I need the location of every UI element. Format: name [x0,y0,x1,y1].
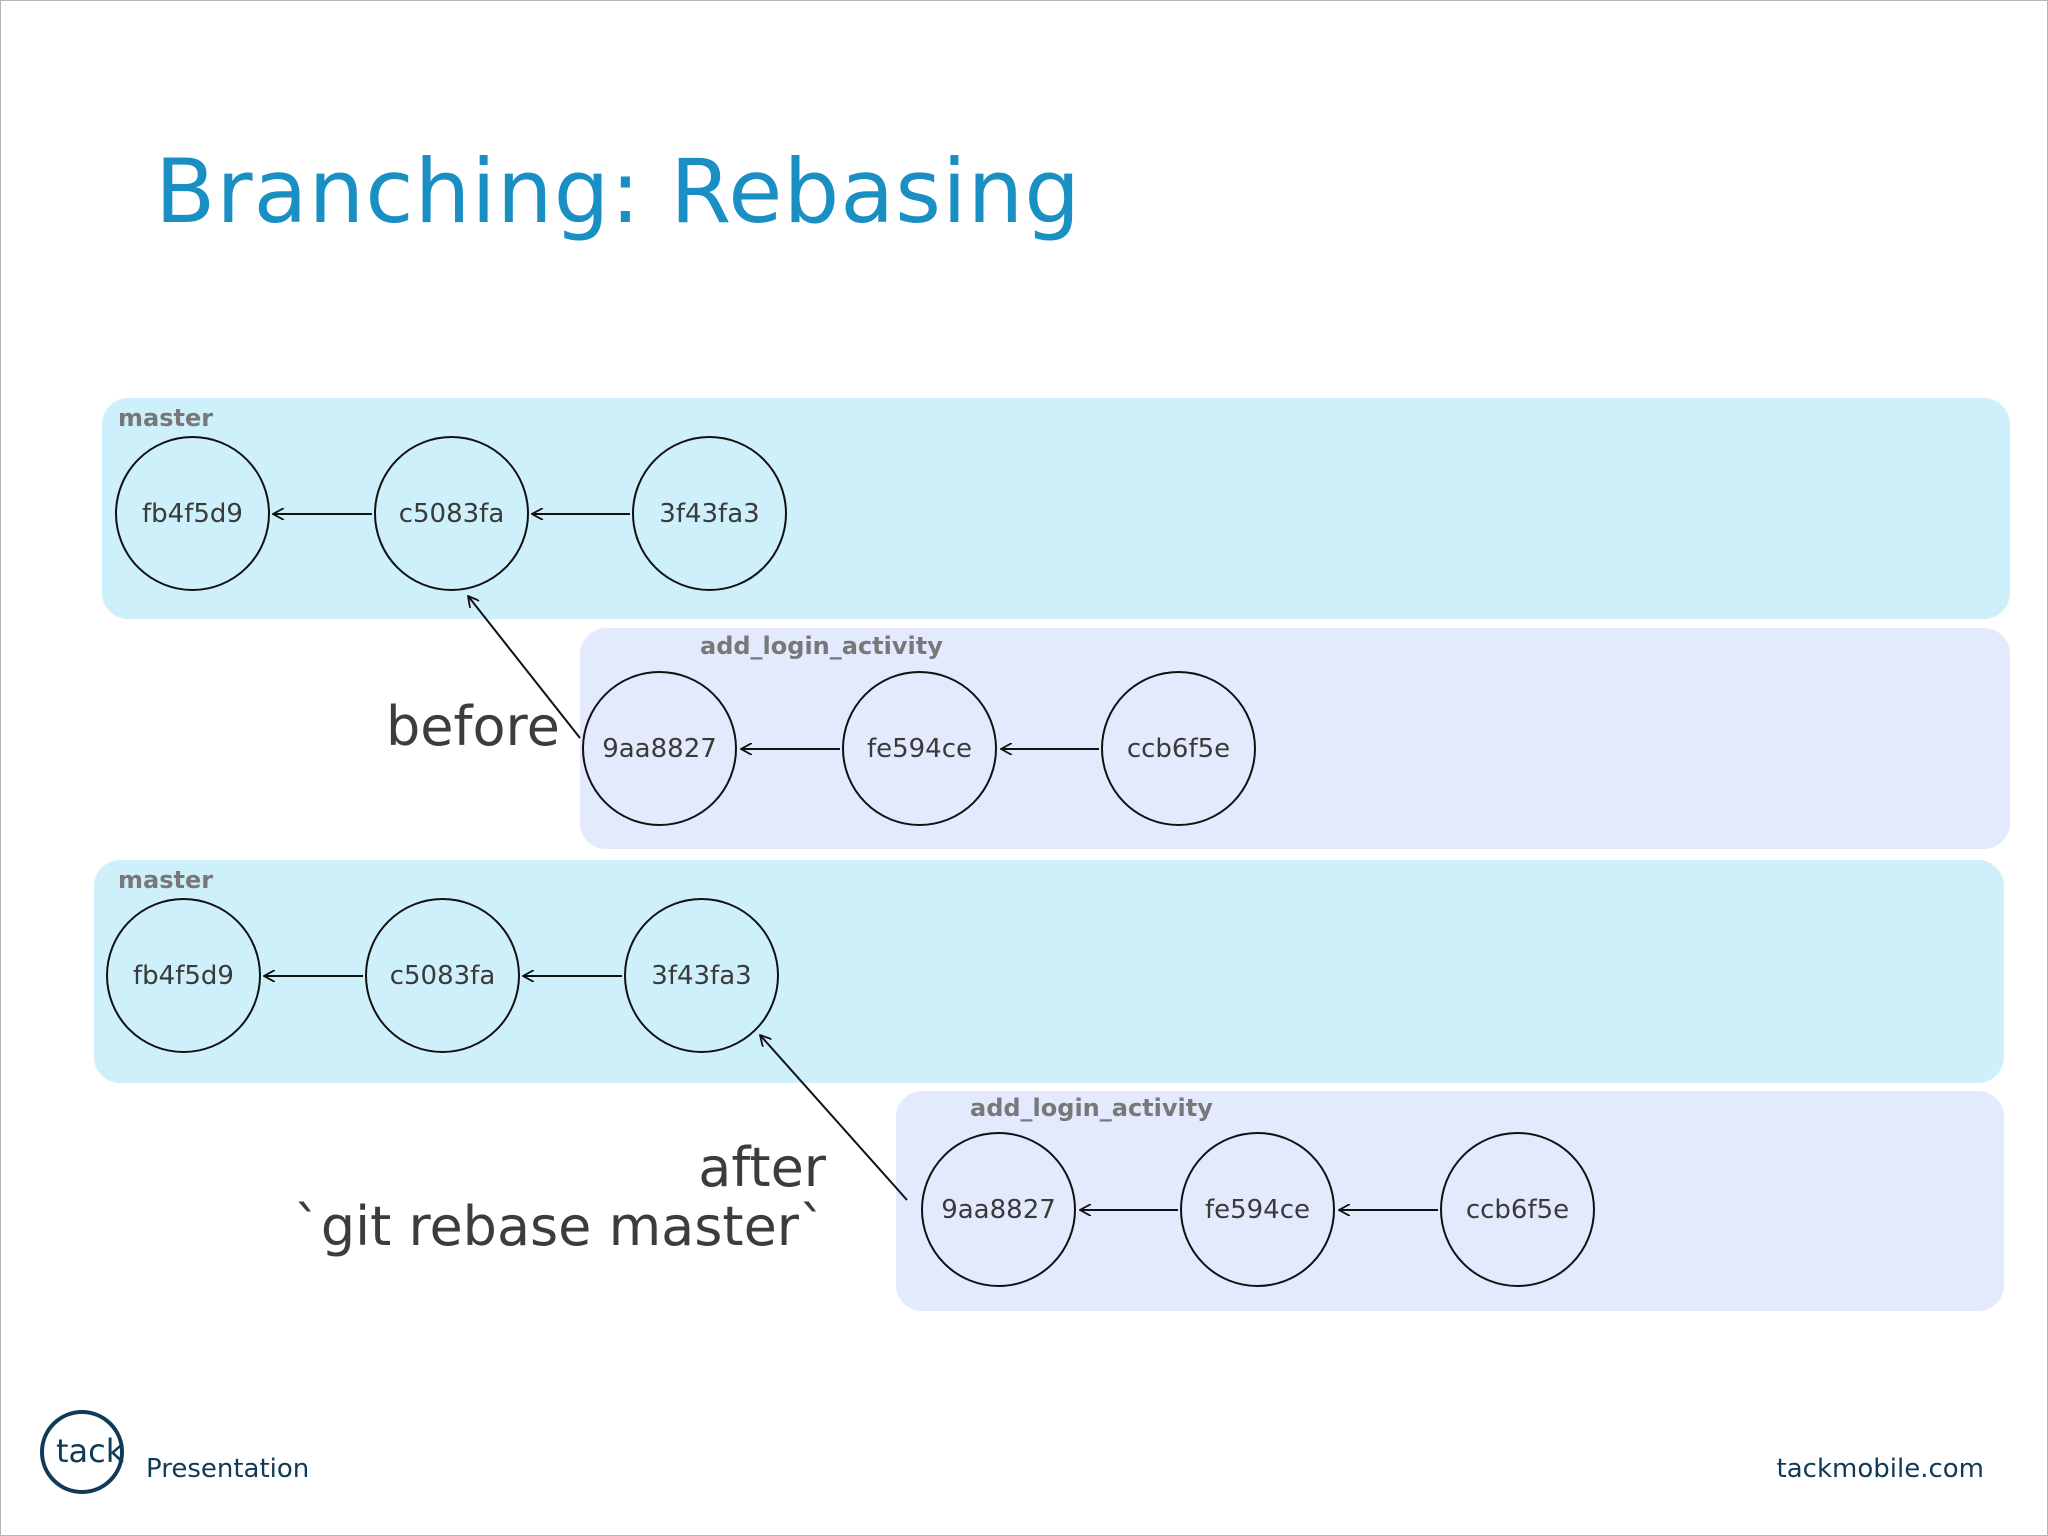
footer-website: tackmobile.com [1776,1454,1984,1484]
commit-node: 9aa8827 [582,671,737,826]
commit-node: fb4f5d9 [106,898,261,1053]
before-master-label: master [118,404,214,432]
commit-node: ccb6f5e [1440,1132,1595,1287]
commit-node: c5083fa [365,898,520,1053]
footer-presentation: Presentation [146,1454,310,1484]
before-label: before [386,695,560,758]
after-label-line1: after [698,1136,826,1199]
commit-node: ccb6f5e [1101,671,1256,826]
commit-node: fe594ce [842,671,997,826]
after-branch-label: add_login_activity [970,1094,1213,1122]
after-label-line2: `git rebase master` [293,1195,826,1258]
commit-node: c5083fa [374,436,529,591]
slide-title: Branching: Rebasing [155,140,1082,243]
before-branch-lane [580,628,2010,849]
commit-node: fb4f5d9 [115,436,270,591]
after-master-label: master [118,866,214,894]
commit-node: 9aa8827 [921,1132,1076,1287]
commit-node: 3f43fa3 [632,436,787,591]
commit-node: 3f43fa3 [624,898,779,1053]
tack-logo: tack [40,1410,124,1494]
before-branch-label: add_login_activity [700,632,943,660]
commit-node: fe594ce [1180,1132,1335,1287]
logo-text: tack [56,1432,125,1470]
